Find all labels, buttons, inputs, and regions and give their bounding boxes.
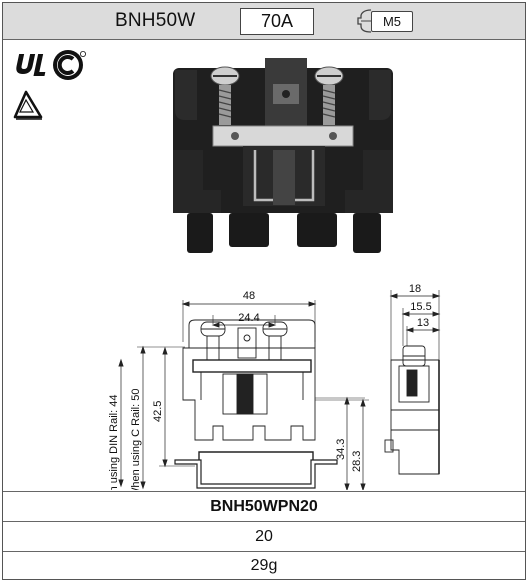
quantity-row: 20 [3,522,525,552]
dimension-drawing: 48 24.4 When using DIN Rail: 44 When usi [108,283,441,490]
dim-label-15-5: 15.5 [410,301,431,313]
dim-label-din-rail: When using DIN Rail: 44 [108,395,120,490]
csa-mark-icon [53,50,86,80]
dim-height-body: 42.5 [152,346,195,468]
model-name: BNH50W [115,10,196,31]
dim-height-right-inner: 28.3 [315,398,369,490]
screw-size-box: M5 [371,11,413,32]
header-bar: BNH50W 70A M5 [3,3,525,40]
dim-width-total: 48 [181,290,317,342]
screw-icon [357,9,372,33]
dim-label-48: 48 [243,290,255,302]
dim-label-24-4: 24.4 [238,312,259,324]
ul-recognized-mark-icon [16,54,46,76]
tuv-triangle-mark-icon [13,90,43,120]
dim-label-34-3: 34.3 [335,439,347,460]
dim-height-c-rail: When using C Rail: 50 [130,345,185,490]
dim-label-13: 13 [417,317,429,329]
terminal-block-photo [173,58,393,253]
dim-label-18: 18 [409,283,421,295]
part-number-row: BNH50WPN20 [3,492,525,522]
weight-row: 29g [250,557,278,574]
side-view [384,345,440,475]
current-rating-box: 70A [240,8,314,35]
front-view [174,319,338,489]
dim-label-28-3: 28.3 [351,451,363,472]
dim-label-c-rail: When using C Rail: 50 [130,389,142,490]
dim-height-din: When using DIN Rail: 44 [108,358,124,490]
dim-height-right-outer: 34.3 [315,396,365,490]
dim-label-42-5: 42.5 [152,401,164,422]
dim-width-inner: 24.4 [211,312,277,328]
product-illustration-area: 48 24.4 When using DIN Rail: 44 When usi [3,40,525,492]
dim-side: 18 15.5 13 [389,283,441,360]
